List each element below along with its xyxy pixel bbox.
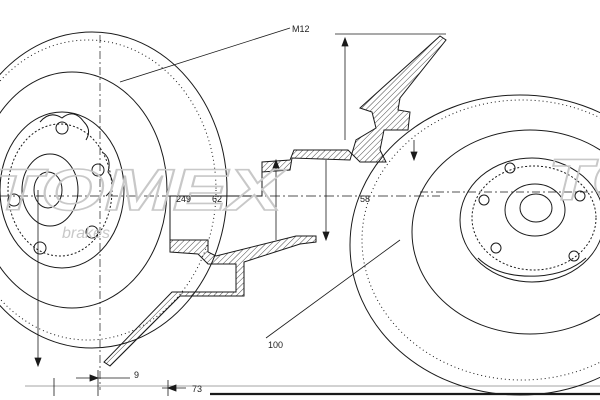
- bolt-hole: [478, 194, 490, 206]
- arrow: [322, 231, 330, 242]
- bolt-hole: [55, 121, 69, 135]
- hat-lug: [101, 151, 113, 197]
- bolt-hole: [33, 241, 47, 255]
- dimension-labels: M12 249 62 58 100 9 73: [134, 24, 370, 394]
- hat-lug: [39, 113, 90, 141]
- bolt-hole: [574, 190, 586, 202]
- arrow: [89, 374, 100, 382]
- thread-leader: [119, 27, 291, 83]
- label-dim-f: 73: [192, 384, 202, 394]
- bolt-hole: [490, 242, 502, 254]
- label-thread: M12: [292, 24, 310, 34]
- disc-hat-outer: [0, 111, 125, 269]
- section-lower-ring: [103, 235, 317, 367]
- label-dim-c: 58: [360, 194, 370, 204]
- dimension-lines: [25, 27, 600, 396]
- arrow: [166, 384, 177, 392]
- disc-hub-bore: [21, 153, 79, 227]
- brand-watermark: TOMEX brakes TOMEX: [0, 147, 600, 242]
- section-upper-ring: [261, 35, 447, 173]
- bolt-hole: [85, 225, 99, 239]
- disc-outer-rim: [349, 94, 600, 396]
- arrow: [341, 36, 349, 47]
- label-dim-d: 100: [268, 340, 283, 350]
- disc-hat-inner: [471, 165, 597, 271]
- watermark-brand: TOMEX: [0, 158, 287, 223]
- label-dim-b: 62: [212, 194, 222, 204]
- watermark-sub: brakes: [62, 225, 110, 242]
- arrow: [34, 357, 42, 368]
- watermark-brand-right: TOMEX: [548, 148, 600, 213]
- disc-hub-bore: [504, 183, 566, 237]
- dim-100-leader: [265, 239, 401, 339]
- disc-braking-surface: [0, 71, 168, 309]
- disc-center-bore: [519, 193, 553, 223]
- bolt-hole: [504, 162, 516, 174]
- bolt-hole: [7, 193, 21, 207]
- disc-rim-inner: [361, 99, 600, 381]
- disc-hat-inner: [7, 123, 113, 257]
- disc-center-bore: [33, 171, 63, 209]
- bolt-hole: [91, 163, 105, 177]
- disc-outer-rim: [0, 31, 228, 349]
- bolt-hole: [568, 250, 580, 262]
- disc-braking-surface: [411, 129, 600, 335]
- disc-hat-outer: [459, 157, 600, 283]
- label-dim-a: 249: [176, 194, 191, 204]
- arrow: [272, 158, 280, 169]
- disc-front-view: [0, 31, 228, 390]
- disc-back-view: [349, 94, 600, 396]
- arrow: [410, 151, 418, 162]
- disc-rim-inner: [0, 39, 217, 341]
- hat-lug: [477, 257, 587, 277]
- label-dim-e: 9: [134, 370, 139, 380]
